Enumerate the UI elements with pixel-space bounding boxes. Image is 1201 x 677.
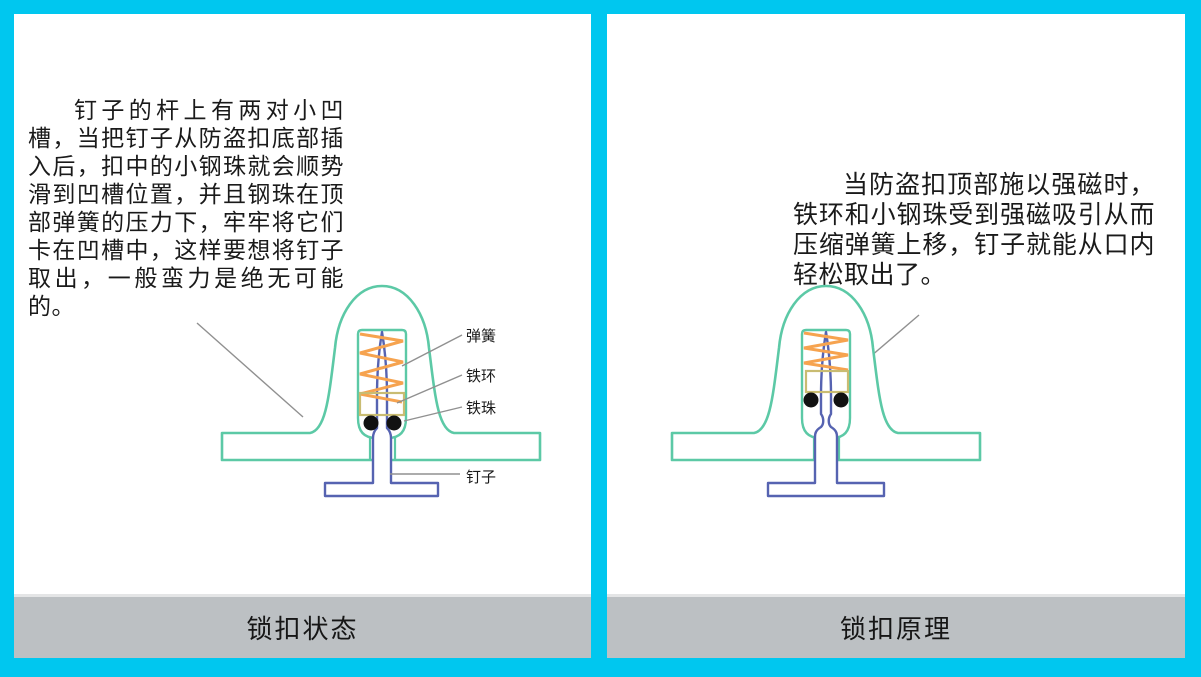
ball-leader-line (403, 406, 463, 422)
steel-ball-left (803, 392, 819, 408)
ball-label: 铁珠 (466, 400, 497, 417)
spring-leader-line (401, 334, 463, 367)
spring-coil-compressed (803, 331, 849, 372)
caption-bar-principle: 锁扣原理 (607, 594, 1185, 658)
ring-label: 铁环 (466, 368, 497, 385)
iron-ring (358, 391, 406, 417)
panel-locked-state: 钉子的杆上有两对小凹槽，当把钉子从防盗扣底部插入后，扣中的小钢珠就会顺势滑到凹槽… (14, 14, 591, 658)
caption-locked-state: 锁扣状态 (246, 614, 359, 644)
locked-state-description: 钉子的杆上有两对小凹槽，当把钉子从防盗扣底部插入后，扣中的小钢珠就会顺势滑到凹槽… (28, 97, 344, 319)
nail-label: 钉子 (466, 469, 497, 486)
caption-unlock-principle: 锁扣原理 (839, 614, 952, 644)
security-tag-unlocked-diagram (670, 284, 982, 498)
paragraph-leader-line (196, 322, 304, 418)
security-tag-locked-diagram (196, 284, 542, 498)
steel-ball-right (833, 392, 849, 408)
spring-label: 弹簧 (466, 328, 497, 345)
panel-unlock-principle: 当防盗扣顶部施以强磁时，铁环和小钢珠受到强磁吸引从而压缩弹簧上移，钉子就能从口内… (607, 14, 1185, 658)
steel-ball-right (386, 415, 402, 431)
steel-ball-left (363, 415, 379, 431)
iron-ring (804, 369, 850, 394)
unlock-principle-description: 当防盗扣顶部施以强磁时，铁环和小钢珠受到强磁吸引从而压缩弹簧上移，钉子就能从口内… (793, 171, 1155, 289)
caption-bar-locked: 锁扣状态 (14, 594, 591, 658)
nail-pin (766, 330, 886, 498)
ring-leader-line (396, 374, 463, 404)
